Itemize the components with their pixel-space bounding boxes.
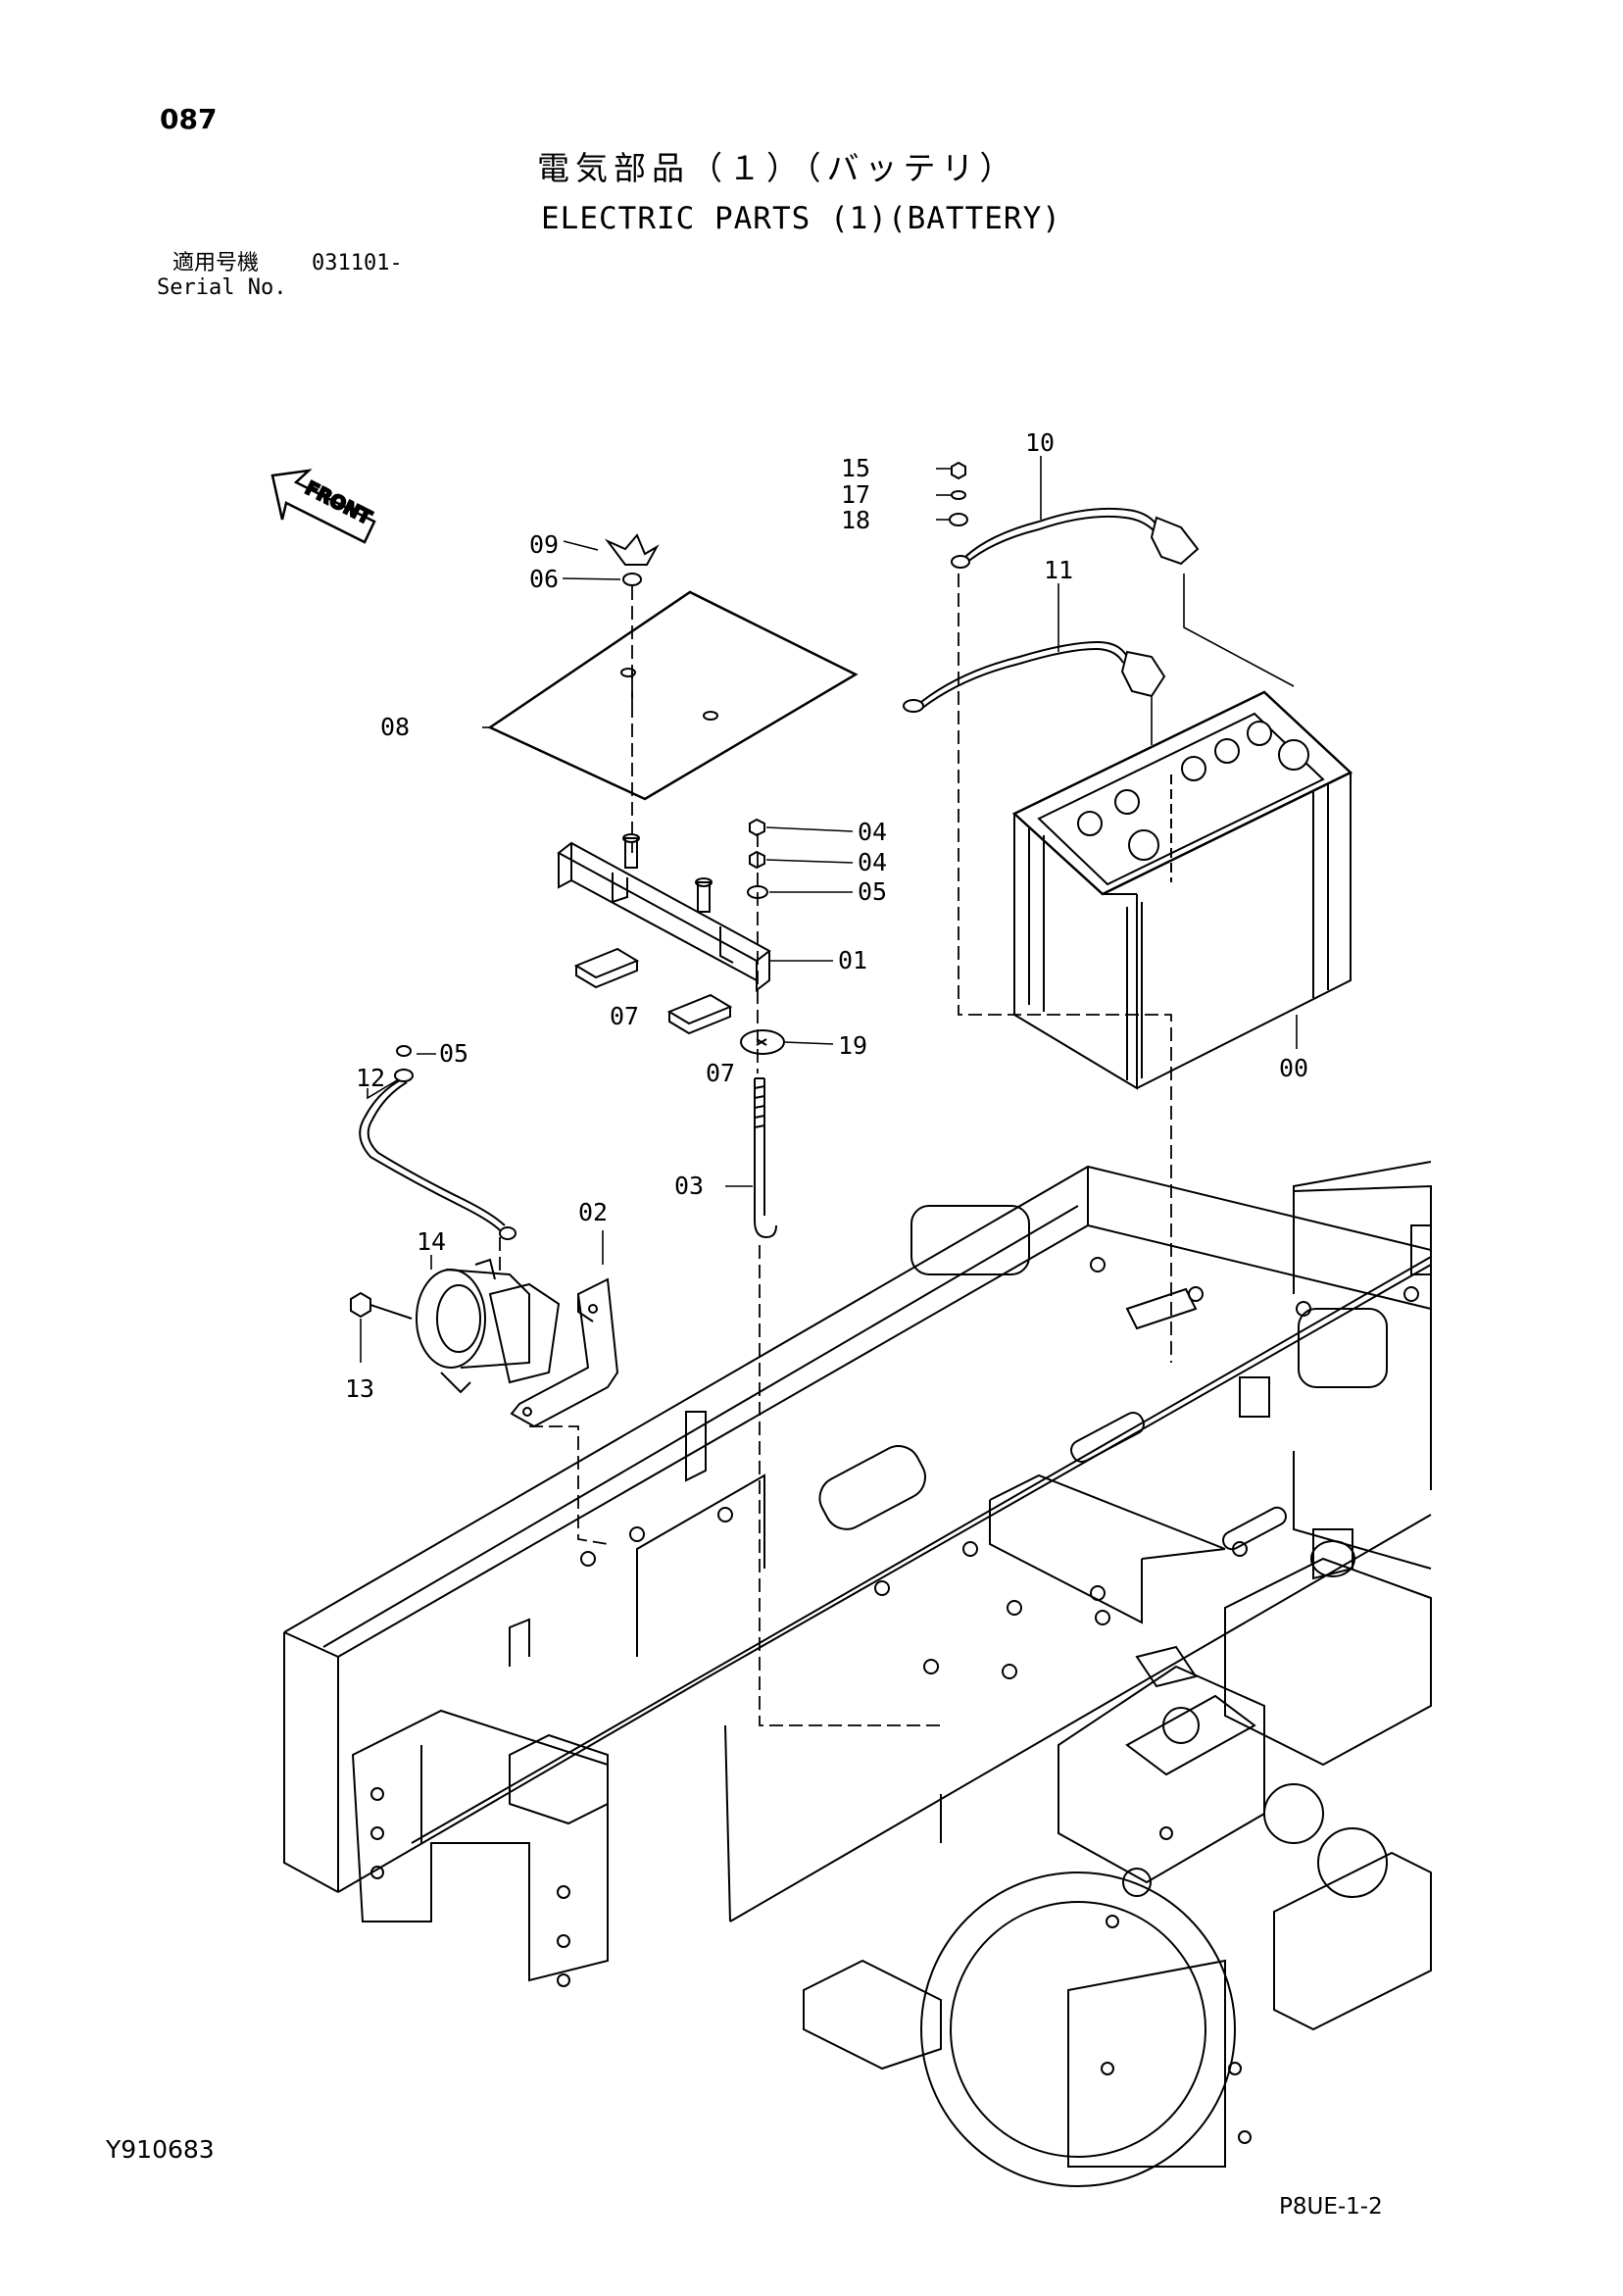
part-17-washer	[951, 490, 966, 500]
callout-05-a: 05	[858, 877, 887, 906]
title-japanese: 電気部品（１）（バッテリ）	[537, 149, 1018, 187]
callout-15: 15	[841, 454, 870, 482]
part-03-bracket	[488, 1277, 619, 1428]
chassis-frame	[283, 1161, 1432, 2187]
callout-07-a: 07	[610, 1002, 639, 1030]
callout-19: 19	[838, 1031, 867, 1060]
callout-06: 06	[529, 565, 559, 593]
title-english: ELECTRIC PARTS (1)(BATTERY)	[541, 201, 1061, 236]
part-13-bolt	[350, 1291, 413, 1320]
part-19-washer	[740, 1029, 785, 1055]
part-15-nut	[951, 461, 966, 480]
callout-18: 18	[841, 506, 870, 534]
callout-10: 10	[1025, 428, 1055, 457]
callout-12: 12	[356, 1064, 385, 1092]
callout-leaders	[360, 456, 1298, 1363]
front-direction-arrow: FRONT	[270, 469, 376, 544]
callout-04-a: 04	[858, 818, 887, 846]
callout-08: 08	[380, 713, 410, 741]
callout-17: 17	[841, 480, 870, 509]
part-02-j-bolt	[754, 1077, 777, 1239]
part-06-washer	[622, 573, 642, 586]
part-14-horn	[416, 1258, 530, 1394]
callout-03: 02	[578, 1198, 608, 1226]
part-18-washer	[949, 513, 968, 526]
part-08-cover-plate	[487, 590, 859, 801]
callout-numbers: 09 06 08 04 04 05 01 07 07 19 03 05 12 0…	[345, 428, 1308, 1403]
callout-01: 01	[838, 946, 867, 974]
callout-07-b: 07	[706, 1059, 735, 1087]
part-07-pads	[573, 947, 733, 1035]
drawing-id: Y910683	[106, 2135, 215, 2164]
callout-14: 14	[417, 1227, 446, 1256]
callout-13: 13	[345, 1374, 374, 1403]
part-05-washer	[396, 885, 768, 1057]
assembly-lines	[499, 574, 1172, 1726]
part-09-wing-nut	[604, 533, 660, 566]
callout-04-b: 04	[858, 848, 887, 876]
callout-00: 00	[1279, 1054, 1308, 1082]
serial-number: 031101-	[312, 251, 403, 275]
part-00-battery	[1011, 690, 1353, 1090]
sheet-code: P8UE-1-2	[1279, 2194, 1383, 2220]
part-01-bracket	[557, 833, 771, 993]
callout-02: 03	[674, 1172, 704, 1200]
part-11-cable	[903, 640, 1166, 713]
page-number: 087	[160, 103, 218, 135]
callout-05-b: 05	[439, 1039, 468, 1068]
callout-09: 09	[529, 530, 559, 559]
callout-11: 11	[1044, 556, 1073, 584]
serial-label-english: Serial No.	[157, 275, 287, 300]
part-10-cable	[951, 507, 1200, 569]
serial-label-japanese: 適用号機	[172, 251, 260, 275]
part-12-ground-cable	[359, 1069, 516, 1240]
